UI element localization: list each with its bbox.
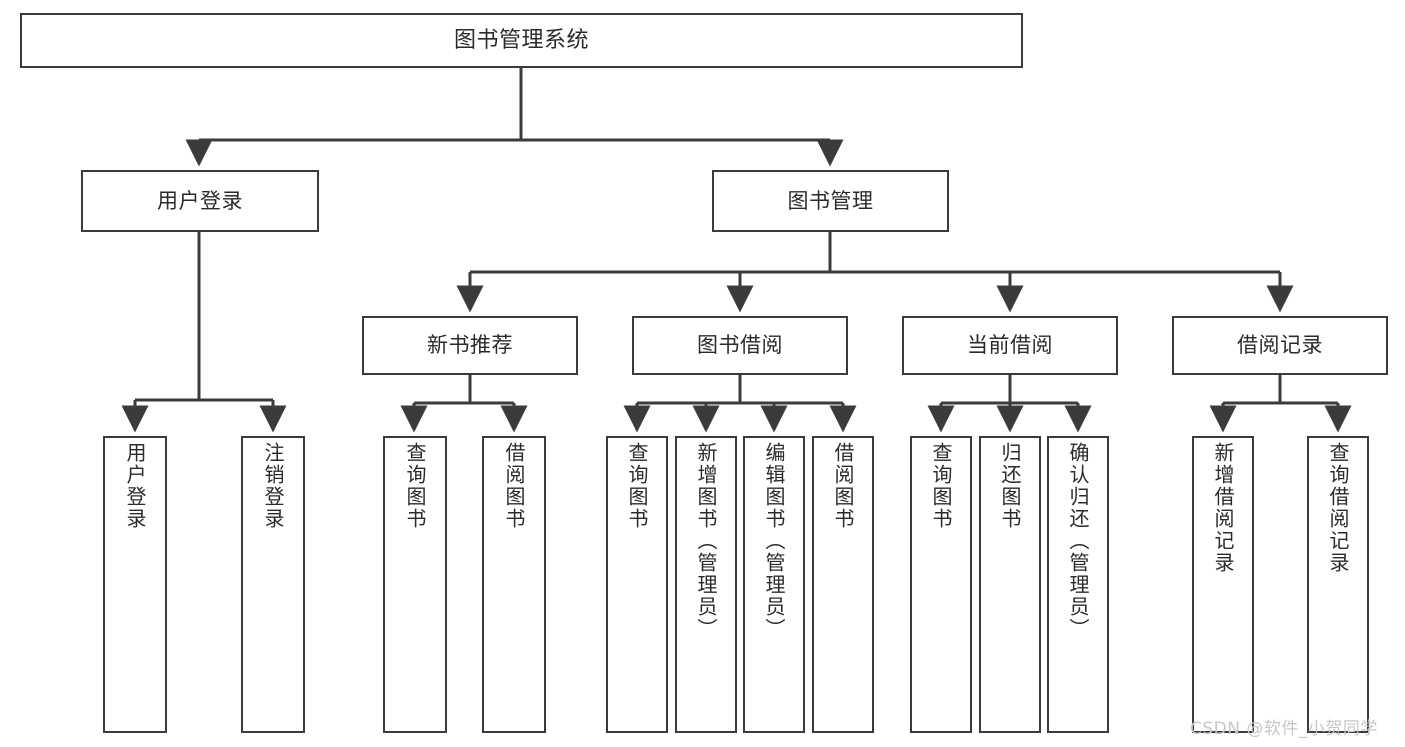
node-leaf-edit-book[interactable]: 编辑图书（管理员） xyxy=(743,436,805,733)
node-leaf-borrow-book-2-label: 借阅图书 xyxy=(831,442,855,530)
node-leaf-borrow-book-1[interactable]: 借阅图书 xyxy=(482,436,546,733)
node-leaf-borrow-book-1-label: 借阅图书 xyxy=(502,442,526,530)
node-leaf-user-login[interactable]: 用户登录 xyxy=(103,436,167,733)
node-leaf-query-book-2[interactable]: 查询图书 xyxy=(606,436,668,733)
node-leaf-query-book-1[interactable]: 查询图书 xyxy=(383,436,447,733)
node-leaf-borrow-book-2[interactable]: 借阅图书 xyxy=(812,436,874,733)
node-leaf-query-record[interactable]: 查询借阅记录 xyxy=(1307,436,1369,733)
node-borrow-record[interactable]: 借阅记录 xyxy=(1172,316,1388,375)
node-leaf-logout[interactable]: 注销登录 xyxy=(241,436,305,733)
node-user-login-label: 用户登录 xyxy=(157,188,243,213)
node-current-borrow[interactable]: 当前借阅 xyxy=(902,316,1118,375)
node-leaf-confirm-return[interactable]: 确认归还（管理员） xyxy=(1047,436,1109,733)
node-leaf-add-record-label: 新增借阅记录 xyxy=(1211,442,1235,574)
node-leaf-confirm-return-label: 确认归还（管理员） xyxy=(1066,442,1090,640)
node-new-book-recommend[interactable]: 新书推荐 xyxy=(362,316,578,375)
node-leaf-add-book[interactable]: 新增图书（管理员） xyxy=(675,436,737,733)
node-leaf-edit-book-label: 编辑图书（管理员） xyxy=(762,442,786,640)
node-borrow-record-label: 借阅记录 xyxy=(1237,333,1323,358)
node-book-manage[interactable]: 图书管理 xyxy=(712,170,949,232)
node-leaf-add-record[interactable]: 新增借阅记录 xyxy=(1192,436,1254,733)
node-user-login[interactable]: 用户登录 xyxy=(81,170,319,232)
node-root[interactable]: 图书管理系统 xyxy=(20,13,1023,68)
node-leaf-query-book-1-label: 查询图书 xyxy=(403,442,427,530)
node-leaf-query-book-2-label: 查询图书 xyxy=(625,442,649,530)
node-root-label: 图书管理系统 xyxy=(453,27,589,53)
node-leaf-query-book-3[interactable]: 查询图书 xyxy=(910,436,972,733)
node-new-book-recommend-label: 新书推荐 xyxy=(427,333,513,358)
node-leaf-query-record-label: 查询借阅记录 xyxy=(1326,442,1350,574)
node-current-borrow-label: 当前借阅 xyxy=(967,333,1053,358)
node-leaf-add-book-label: 新增图书（管理员） xyxy=(694,442,718,640)
node-leaf-query-book-3-label: 查询图书 xyxy=(929,442,953,530)
node-leaf-user-login-label: 用户登录 xyxy=(123,442,147,530)
node-leaf-return-book[interactable]: 归还图书 xyxy=(979,436,1041,733)
node-book-borrow-label: 图书借阅 xyxy=(697,333,783,358)
node-book-borrow[interactable]: 图书借阅 xyxy=(632,316,848,375)
node-leaf-return-book-label: 归还图书 xyxy=(998,442,1022,530)
node-leaf-logout-label: 注销登录 xyxy=(261,442,285,530)
csdn-watermark: CSDN @软件_小贺同学 xyxy=(1190,719,1378,739)
node-book-manage-label: 图书管理 xyxy=(787,188,874,213)
